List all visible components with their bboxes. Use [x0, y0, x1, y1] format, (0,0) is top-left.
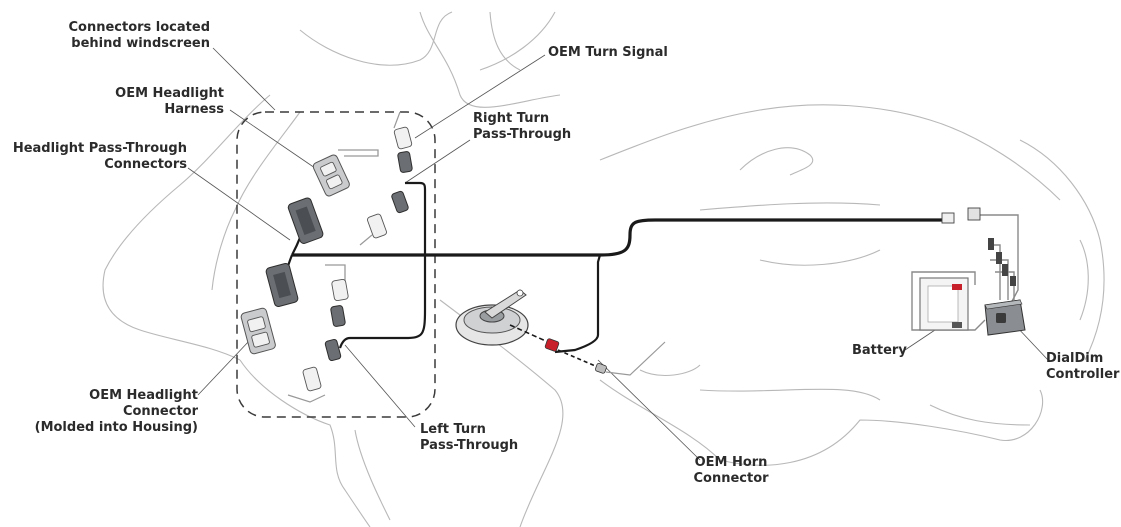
battery-unit	[919, 277, 969, 331]
label-headlight-pass-through: Headlight Pass-Through Connectors	[10, 141, 187, 173]
label-line: Controller	[1046, 367, 1120, 382]
label-line: OEM Headlight	[115, 86, 224, 101]
controller-plugs	[941, 207, 981, 224]
label-line: OEM Turn Signal	[548, 45, 668, 60]
label-oem-horn-connector: OEM Horn Connector	[676, 455, 786, 487]
label-line: DialDim	[1046, 351, 1104, 366]
label-line: (Molded into Housing)	[34, 420, 198, 435]
left-turn-connectors	[287, 278, 349, 403]
battery-wire	[911, 271, 986, 331]
leader-lines	[187, 47, 1049, 461]
label-line: Connector	[122, 404, 198, 419]
label-line: Pass-Through	[473, 127, 572, 142]
label-oem-turn-signal: OEM Turn Signal	[548, 45, 668, 61]
label-oem-headlight-connector: OEM Headlight Connector (Molded into Hou…	[20, 388, 198, 436]
horn-connector	[509, 324, 666, 376]
label-line: Harness	[164, 102, 224, 117]
label-line: OEM Horn	[694, 455, 768, 470]
label-line: Headlight Pass-Through	[12, 141, 187, 156]
harness-wires	[280, 181, 1019, 354]
label-left-turn-pass-through: Left Turn Pass-Through	[420, 422, 518, 454]
label-line: Right Turn	[473, 111, 550, 126]
label-line: OEM Headlight	[89, 388, 198, 403]
label-right-turn-pass-through: Right Turn Pass-Through	[473, 111, 571, 143]
label-oem-headlight-harness: OEM Headlight Harness	[100, 86, 224, 118]
label-line: Pass-Through	[420, 438, 519, 453]
label-dialdim-controller: DialDim Controller	[1046, 351, 1119, 383]
label-line: Connector	[693, 471, 769, 486]
label-connectors-behind-windscreen: Connectors located behind windscreen	[48, 20, 210, 52]
right-turn-wire	[338, 181, 427, 349]
label-line: Connectors located	[68, 20, 210, 35]
label-battery: Battery	[852, 343, 907, 359]
horn-feed-wire	[554, 254, 602, 354]
label-line: behind windscreen	[71, 36, 210, 51]
label-line: Connectors	[104, 157, 187, 172]
main-harness-wire	[292, 218, 945, 257]
label-line: Left Turn	[420, 422, 486, 437]
label-line: Battery	[852, 343, 907, 358]
headlight-connectors	[240, 149, 379, 355]
right-turn-connectors	[359, 111, 413, 246]
motorcycle-outline	[102, 11, 1105, 527]
oem-horn	[455, 289, 529, 346]
dialdim-controller	[984, 238, 1026, 336]
